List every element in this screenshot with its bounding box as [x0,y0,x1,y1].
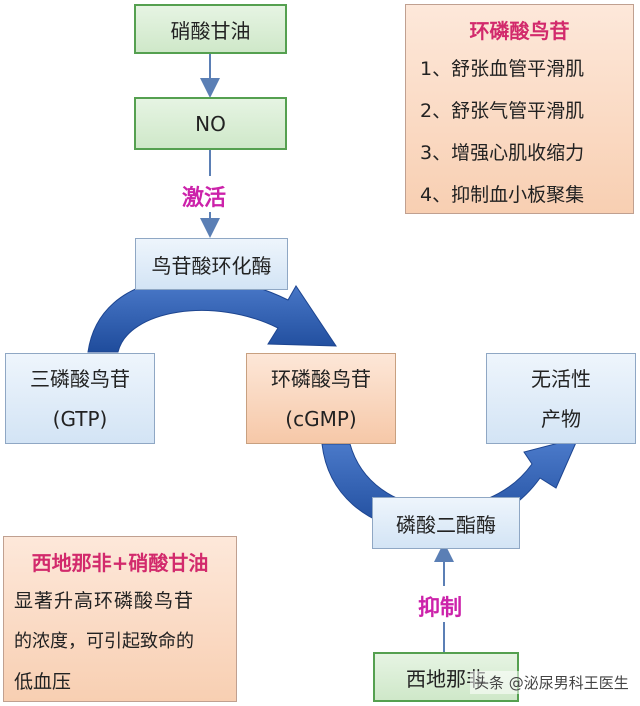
guanylate-cyclase-label: 鸟苷酸环化酶 [151,253,272,278]
inactive-line2: 产物 [541,406,581,431]
effects-panel-title: 环磷酸鸟苷 [469,19,570,43]
guanylate-cyclase-box: 鸟苷酸环化酶 [135,238,288,290]
sildenafil-box: 西地那非 [373,652,519,702]
no-label: NO [195,111,226,136]
no-box: NO [134,97,287,150]
warning-line: 的浓度，可引起致命的 [14,631,194,652]
cgmp-abbr: (cGMP) [285,406,357,431]
effect-item: 4、抑制血小板聚集 [420,184,585,206]
cgmp-box: 环磷酸鸟苷 (cGMP) [246,353,396,444]
nitroglycerin-label: 硝酸甘油 [170,18,251,43]
cgmp-name: 环磷酸鸟苷 [271,366,371,391]
interaction-warning-panel: 西地那非+硝酸甘油 显著升高环磷酸鸟苷 的浓度，可引起致命的 低血压 [3,536,237,702]
cgmp-effects-panel: 环磷酸鸟苷 1、舒张血管平滑肌 2、舒张气管平滑肌 3、增强心肌收缩力 4、抑制… [405,4,634,214]
pde-box: 磷酸二酯酶 [372,497,520,549]
inactive-product-box: 无活性 产物 [486,353,636,444]
gtp-box: 三磷酸鸟苷 (GTP) [5,353,155,444]
effect-item: 1、舒张血管平滑肌 [420,58,585,80]
warning-line: 显著升高环磷酸鸟苷 [14,590,195,612]
activate-label: 激活 [182,186,227,211]
nitroglycerin-box: 硝酸甘油 [134,4,287,54]
warning-line: 低血压 [14,671,72,693]
effect-item: 3、增强心肌收缩力 [420,142,585,164]
gtp-name: 三磷酸鸟苷 [30,366,130,391]
warning-panel-title: 西地那非+硝酸甘油 [31,551,209,575]
arc-arrow-gtp-to-cgmp [87,277,337,353]
effect-item: 2、舒张气管平滑肌 [420,100,585,122]
pde-label: 磷酸二酯酶 [396,512,496,537]
inhibit-label: 抑制 [418,596,463,621]
inactive-line1: 无活性 [531,366,591,391]
watermark: 头条 @泌尿男科王医生 [470,671,633,694]
gtp-abbr: (GTP) [52,406,108,431]
